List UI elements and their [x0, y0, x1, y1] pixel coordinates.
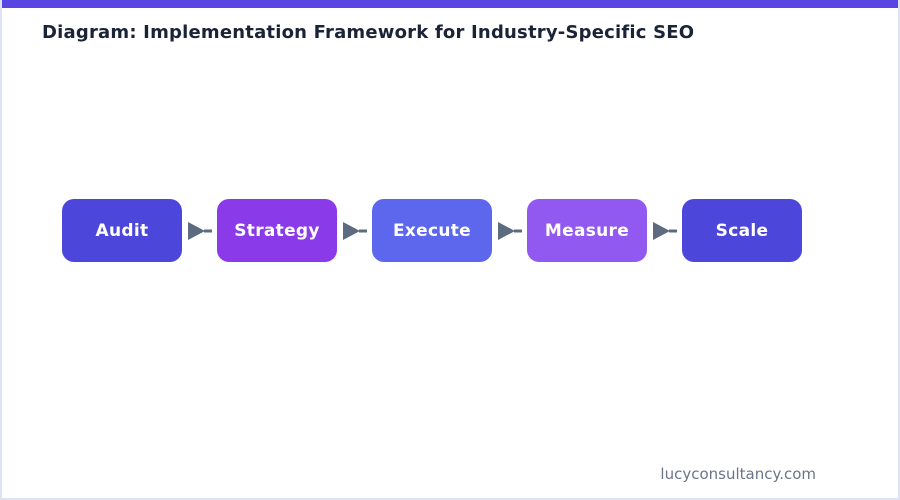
top-accent-bar [2, 0, 898, 8]
flow-step-execute: Execute [372, 199, 492, 262]
flow-step-audit: Audit [62, 199, 182, 262]
process-flow: Audit Strategy Execute Measure S [62, 199, 802, 262]
flow-step-label: Measure [544, 220, 630, 241]
arrow-right-icon [342, 221, 367, 240]
flow-step-label: Strategy [234, 220, 320, 241]
flow-step-measure: Measure [527, 199, 647, 262]
arrow-right-icon [187, 221, 212, 240]
flow-step-label: Audit [95, 220, 149, 241]
flow-arrow [647, 199, 682, 262]
flow-arrow [337, 199, 372, 262]
footer-branding: lucyconsultancy.com [660, 465, 816, 483]
arrow-right-icon [652, 221, 677, 240]
flow-arrow [492, 199, 527, 262]
flow-step-label: Execute [392, 220, 472, 241]
flow-step-label: Scale [715, 220, 769, 241]
flow-step-scale: Scale [682, 199, 802, 262]
arrow-right-icon [497, 221, 522, 240]
flow-arrow [182, 199, 217, 262]
page-title: Diagram: Implementation Framework for In… [42, 22, 695, 43]
flow-step-strategy: Strategy [217, 199, 337, 262]
